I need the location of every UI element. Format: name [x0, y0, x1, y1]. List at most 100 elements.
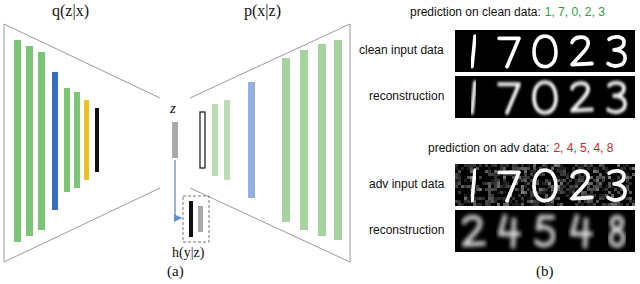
adv-noise — [581, 179, 584, 182]
adv-noise — [560, 167, 563, 170]
adv-noise — [593, 203, 596, 206]
adv-noise — [458, 179, 461, 182]
adv-noise — [524, 167, 527, 170]
adv-noise — [458, 170, 461, 173]
adv-noise — [500, 164, 503, 167]
adv-noise — [494, 200, 497, 203]
digit-strips — [455, 30, 635, 252]
digit-stroke — [472, 170, 475, 200]
adv-noise — [536, 182, 539, 185]
adv-noise — [557, 167, 560, 170]
panel-label: (b) — [536, 263, 554, 280]
adv-noise — [488, 203, 491, 206]
digit-stroke — [499, 172, 519, 200]
adv-noise — [566, 176, 569, 179]
adv-noise — [458, 191, 461, 194]
adv-noise — [515, 188, 518, 191]
adv-noise — [458, 203, 461, 206]
adv-noise — [497, 182, 500, 185]
adv-noise — [599, 164, 602, 167]
adv-noise — [596, 188, 599, 191]
adv-noise — [458, 200, 461, 203]
adv-noise — [623, 164, 626, 167]
adv-noise — [491, 188, 494, 191]
adv-noise — [581, 164, 584, 167]
adv-noise — [629, 176, 632, 179]
digit-stroke — [572, 171, 592, 198]
decoder-layers — [200, 40, 342, 240]
adv-noise — [590, 182, 593, 185]
adv-noise — [491, 179, 494, 182]
adv-noise — [485, 188, 488, 191]
adv-noise — [488, 191, 491, 194]
adv-noise — [620, 203, 623, 206]
adv-noise — [485, 200, 488, 203]
adv-noise — [473, 164, 476, 167]
adv-noise — [494, 173, 497, 176]
adv-noise — [467, 164, 470, 167]
adv-noise — [563, 170, 566, 173]
adv-noise — [527, 188, 530, 191]
adv-noise — [506, 164, 509, 167]
classifier-box — [183, 196, 209, 242]
adv-noise — [506, 182, 509, 185]
adv-noise — [548, 185, 551, 188]
prediction-digits: 2, 4, 5, 4, 8 — [553, 142, 613, 156]
adv-noise — [509, 200, 512, 203]
adv-noise — [479, 197, 482, 200]
adv-noise — [569, 191, 572, 194]
adv-noise — [524, 194, 527, 197]
adv-noise — [608, 191, 611, 194]
adv-noise — [485, 203, 488, 206]
adv-noise — [497, 191, 500, 194]
adv-noise — [500, 191, 503, 194]
adv-noise — [542, 182, 545, 185]
adv-noise — [581, 203, 584, 206]
adv-noise — [464, 164, 467, 167]
adv-noise — [551, 203, 554, 206]
adv-noise — [599, 194, 602, 197]
adv-noise — [599, 185, 602, 188]
adv-noise — [491, 182, 494, 185]
latent-label: z — [170, 100, 176, 117]
adv-noise — [563, 179, 566, 182]
adv-noise — [626, 203, 629, 206]
adv-noise — [503, 176, 506, 179]
row-label: clean input data — [359, 44, 444, 58]
adv-noise — [482, 182, 485, 185]
adv-noise — [515, 167, 518, 170]
adv-noise — [533, 170, 536, 173]
adv-noise — [530, 173, 533, 176]
adv-noise — [578, 164, 581, 167]
adv-noise — [485, 182, 488, 185]
adv-noise — [521, 188, 524, 191]
adv-noise — [587, 200, 590, 203]
prediction-digits: 1, 7, 0, 2, 3 — [545, 6, 605, 20]
adv-noise — [467, 167, 470, 170]
adv-noise — [566, 194, 569, 197]
adv-noise — [530, 194, 533, 197]
adv-noise — [626, 182, 629, 185]
adv-noise — [557, 191, 560, 194]
adv-noise — [626, 179, 629, 182]
adv-noise — [500, 185, 503, 188]
adv-noise — [608, 203, 611, 206]
adv-noise — [590, 164, 593, 167]
adv-noise — [593, 179, 596, 182]
adv-noise — [524, 182, 527, 185]
adv-noise — [488, 182, 491, 185]
adv-noise — [518, 194, 521, 197]
adv-noise — [587, 203, 590, 206]
adv-noise — [524, 185, 527, 188]
adv-noise — [539, 191, 542, 194]
adv-noise — [578, 200, 581, 203]
adv-noise — [569, 188, 572, 191]
adv-noise — [584, 191, 587, 194]
adv-noise — [542, 188, 545, 191]
adv-noise — [557, 176, 560, 179]
adv-noise — [503, 191, 506, 194]
adv-noise — [575, 182, 578, 185]
adv-noise — [608, 182, 611, 185]
adv-noise — [596, 170, 599, 173]
adv-noise — [542, 191, 545, 194]
